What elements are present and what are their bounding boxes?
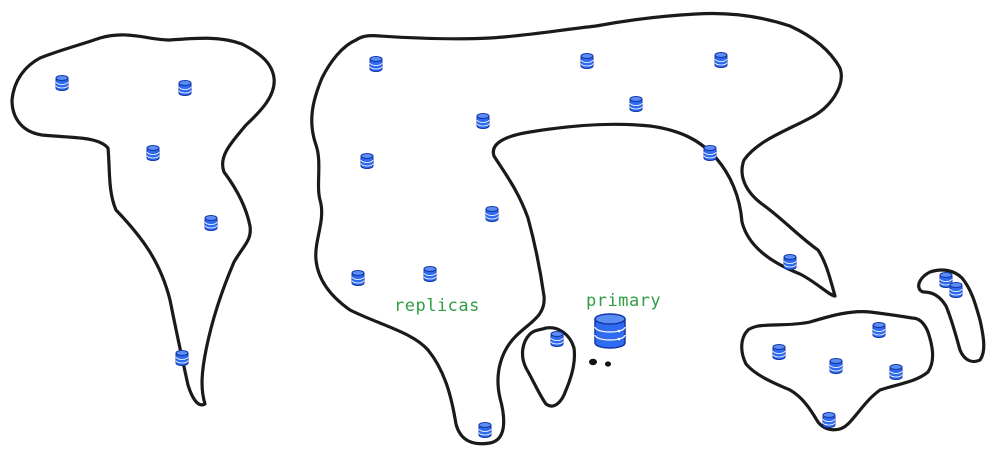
replica-database-icon <box>714 52 728 68</box>
replica-database-icon <box>889 364 903 380</box>
replica-database-icon <box>369 56 383 72</box>
replica-database-icon <box>351 270 365 286</box>
island-southeast-asia <box>520 326 577 408</box>
primary-database-icon <box>594 313 626 349</box>
replica-database-icon <box>772 344 786 360</box>
replica-database-icon <box>423 266 437 282</box>
replicas-label: replicas <box>394 296 480 316</box>
replica-database-icon <box>703 145 717 161</box>
replica-database-icon <box>478 422 492 438</box>
continent-north-america <box>10 33 276 407</box>
replica-database-icon <box>485 206 499 222</box>
replica-database-icon <box>204 215 218 231</box>
replica-database-icon <box>580 53 594 69</box>
replica-database-icon <box>829 358 843 374</box>
dot-1 <box>589 358 597 366</box>
replica-database-icon <box>949 282 963 298</box>
replica-database-icon <box>550 331 564 347</box>
replica-database-icon <box>939 272 953 288</box>
replica-database-icon <box>146 145 160 161</box>
replica-database-icon <box>476 113 490 129</box>
continent-eurasia <box>310 11 843 446</box>
replica-database-icon <box>783 254 797 270</box>
replica-database-icon <box>629 96 643 112</box>
replica-database-icon <box>175 350 189 366</box>
replica-database-icon <box>822 412 836 428</box>
replica-database-icon <box>178 80 192 96</box>
dot-2 <box>605 361 611 367</box>
replica-database-icon <box>360 153 374 169</box>
replica-databases <box>55 52 963 438</box>
primary-label: primary <box>586 291 661 311</box>
replica-database-icon <box>55 75 69 91</box>
replica-database-icon <box>872 322 886 338</box>
island-new-zealand <box>917 268 986 364</box>
